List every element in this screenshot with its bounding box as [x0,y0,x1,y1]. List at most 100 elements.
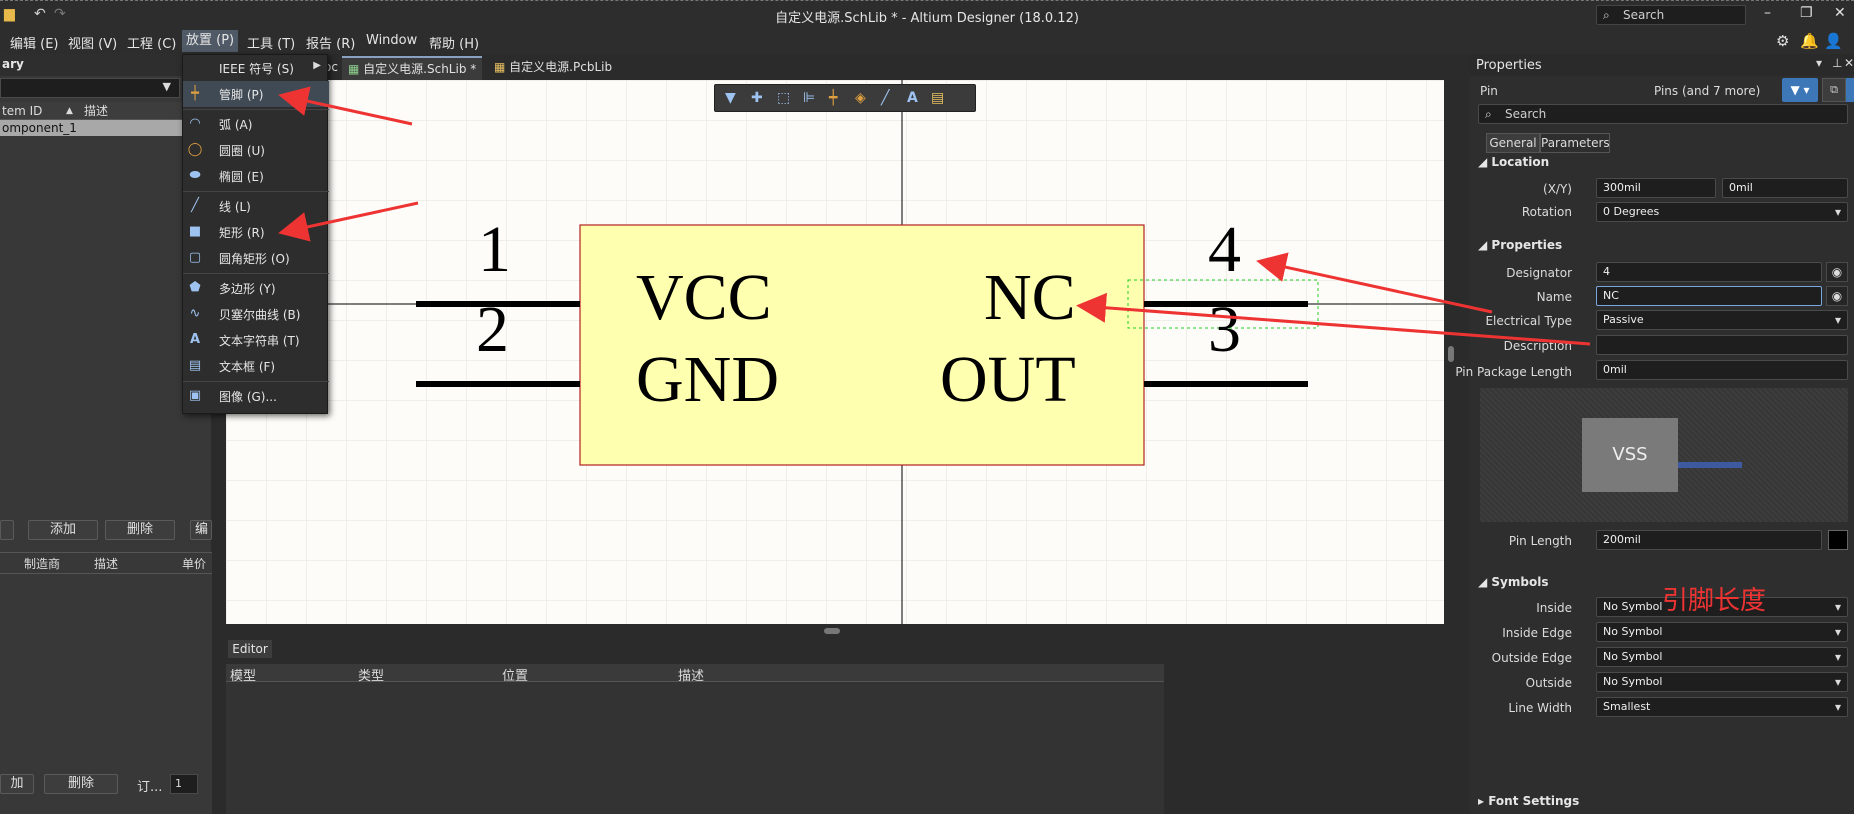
inside-select[interactable]: No Symbol [1596,597,1848,617]
menu-place[interactable]: 放置 (P) [182,30,239,52]
menu-item-arc[interactable]: ◠弧 (A) [183,111,329,137]
col-type[interactable]: 类型 [358,669,385,684]
designator-input[interactable]: 4 [1596,262,1822,282]
tab-parameters[interactable]: Parameters [1540,133,1610,153]
properties-section[interactable]: ◢ Properties [1478,238,1563,252]
tab-schlib[interactable]: ▦ 自定义电源.SchLib * [342,56,483,80]
location-y-input[interactable]: 0mil [1722,178,1848,198]
pin-color-swatch[interactable] [1828,530,1848,550]
inside-edge-select[interactable]: No Symbol [1596,622,1848,642]
select-icon[interactable]: ⧉ [1822,78,1846,102]
move-icon[interactable]: ✚ [751,90,763,106]
line-width-select[interactable]: Smallest [1596,697,1848,717]
menu-item-circle[interactable]: ◯圆圈 (U) [183,137,329,163]
location-section[interactable]: ◢ Location [1478,155,1550,169]
col-item-id[interactable]: tem ID [2,104,43,118]
delete-supplier-button[interactable]: 删除 [44,774,118,794]
font-settings-section[interactable]: ▸ Font Settings [1478,794,1580,808]
menu-item-image[interactable]: ▣图像 (G)... [183,383,329,409]
panel-menu-icon[interactable]: ▾ [1816,56,1823,70]
name-input[interactable]: NC [1596,286,1822,306]
filter-button[interactable]: ▼ ▾ [1782,78,1818,102]
left-cut-button[interactable] [0,520,14,540]
col-editor-description[interactable]: 描述 [678,669,705,684]
gear-icon[interactable]: ⚙ [1776,32,1790,50]
pin-tool-icon[interactable]: ┿ [829,90,838,106]
pin-4-number: 4 [1208,213,1241,286]
text-tool-icon[interactable]: A [907,90,918,106]
horizontal-scrollbar[interactable] [226,624,1444,638]
schematic-canvas[interactable]: 1 2 VCC GND 4 3 NC OUT [226,80,1444,624]
editor-tab[interactable]: Editor [228,640,272,658]
rotation-select[interactable]: 0 Degrees [1596,202,1848,222]
add-supplier-button[interactable]: 加 [0,774,34,794]
location-x-input[interactable]: 300mil [1596,178,1716,198]
col-location[interactable]: 位置 [502,669,529,684]
global-search-input[interactable]: ⌕ Search [1596,5,1746,25]
vscroll-thumb[interactable] [1448,346,1454,362]
menu-item-bezier[interactable]: ∿贝塞尔曲线 (B) [183,301,329,327]
select-mode-icon[interactable] [1846,78,1854,102]
vertical-scrollbar[interactable] [1444,80,1458,624]
pin-package-length-input[interactable]: 0mil [1596,360,1848,380]
outside-edge-select[interactable]: No Symbol [1596,647,1848,667]
menu-item-pin[interactable]: ┿管脚 (P) [183,81,329,107]
outside-select[interactable]: No Symbol [1596,672,1848,692]
user-icon[interactable]: 👤 [1824,32,1843,50]
menu-item-ieee-symbol[interactable]: IEEE 符号 (S)▶ [183,55,329,81]
component-row-selected[interactable]: omponent_1 [0,120,185,136]
name-visibility-icon[interactable]: ◉ [1826,286,1848,306]
col-description[interactable]: 描述 [84,104,109,118]
menu-help[interactable]: 帮助 (H) [429,37,480,52]
menu-edit[interactable]: 编辑 (E) [10,37,59,52]
add-button[interactable]: 添加 [28,520,98,540]
menu-item-line[interactable]: ╱线 (L) [183,193,329,219]
part-icon[interactable]: ▤ [931,90,945,106]
description-input[interactable] [1596,335,1848,355]
menu-item-text-frame[interactable]: ▤文本框 (F) [183,353,329,379]
menu-item-ellipse[interactable]: ⬬椭圆 (E) [183,163,329,189]
select-area-icon[interactable]: ⬚ [777,90,791,106]
menu-view[interactable]: 视图 (V) [68,37,118,52]
properties-search-input[interactable]: ⌕ Search [1478,104,1848,124]
restore-button[interactable]: ❐ [1800,5,1813,21]
pin-length-label: Pin Length [1508,534,1572,548]
electrical-type-select[interactable]: Passive [1596,310,1848,330]
close-panel-icon[interactable]: ✕ [1844,56,1854,70]
pin-panel-icon[interactable]: ⊥ [1832,56,1843,70]
col-price[interactable]: 单价 [182,557,207,571]
menu-tools[interactable]: 工具 (T) [247,37,296,52]
menu-reports[interactable]: 报告 (R) [306,37,356,52]
menu-window[interactable]: Window [366,33,418,48]
editor-table-header: 模型 类型 位置 描述 [226,664,1164,684]
pin-length-input[interactable]: 200mil [1596,530,1822,550]
menu-item-polygon[interactable]: ⬟多边形 (Y) [183,275,329,301]
designator-visibility-icon[interactable]: ◉ [1826,262,1848,282]
symbols-section[interactable]: ◢ Symbols [1478,575,1549,589]
undo-icon[interactable]: ↶ [34,6,46,22]
delete-button[interactable]: 删除 [105,520,175,540]
edit-button[interactable]: 编辑 [190,520,212,540]
tab-general[interactable]: General [1486,133,1540,153]
hscroll-thumb[interactable] [824,628,840,634]
menu-item-round-rectangle[interactable]: ▢圆角矩形 (O) [183,245,329,271]
col-manufacturer[interactable]: 制造商 [24,557,61,571]
close-button[interactable]: ✕ [1834,5,1846,21]
bell-icon[interactable]: 🔔 [1800,32,1819,50]
library-filter-dropdown[interactable]: ▼ [0,78,180,98]
filter-icon[interactable]: ▼ [725,90,736,106]
menu-item-rectangle[interactable]: ■矩形 (R) [183,219,329,245]
line-tool-icon[interactable]: ╱ [881,90,890,106]
order-stepper[interactable]: 1 [170,774,198,794]
align-icon[interactable]: ⊫ [803,90,816,106]
col-model[interactable]: 模型 [230,669,257,684]
folder-icon[interactable]: ▆ [4,6,15,22]
menu-separator [183,273,329,274]
menu-project[interactable]: 工程 (C) [127,37,177,52]
fill-icon[interactable]: ◈ [855,90,866,106]
redo-icon[interactable]: ↷ [54,6,66,22]
tab-pcblib[interactable]: ▦ 自定义电源.PcbLib [488,56,618,80]
minimize-button[interactable]: – [1764,5,1771,21]
col-lower-description[interactable]: 描述 [94,557,119,571]
